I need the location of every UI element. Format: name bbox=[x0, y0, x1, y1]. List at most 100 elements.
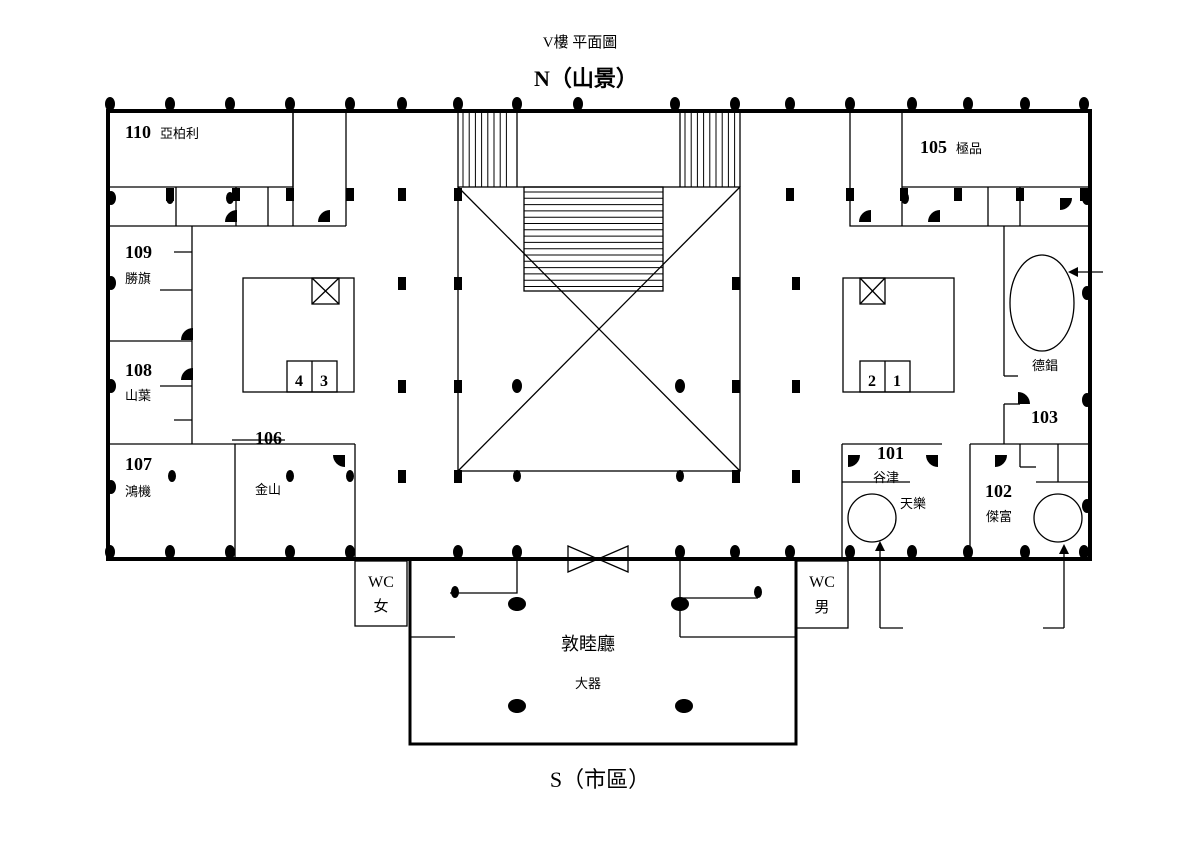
room-106-number: 106 bbox=[255, 428, 282, 448]
door-swing bbox=[333, 455, 345, 467]
column bbox=[670, 97, 680, 111]
column bbox=[732, 380, 740, 393]
door-swing bbox=[859, 210, 871, 222]
column bbox=[454, 188, 462, 201]
column bbox=[846, 188, 854, 201]
room-105-name: 極品 bbox=[956, 141, 982, 157]
elevator-2-label: 2 bbox=[868, 373, 876, 390]
column bbox=[676, 470, 684, 482]
room-108-number: 108 bbox=[125, 360, 152, 380]
door-swing bbox=[181, 368, 193, 380]
wc-men-gender: 男 bbox=[814, 598, 829, 616]
door-swing bbox=[928, 210, 940, 222]
column bbox=[286, 188, 294, 201]
room-110-name: 亞柏利 bbox=[160, 127, 199, 142]
column bbox=[785, 97, 795, 111]
column bbox=[792, 277, 800, 290]
column bbox=[1016, 188, 1024, 201]
column bbox=[105, 545, 115, 559]
door-swing bbox=[225, 210, 237, 222]
room-110-number: 110 bbox=[125, 122, 151, 142]
column bbox=[454, 380, 462, 393]
column bbox=[512, 379, 522, 393]
column bbox=[106, 480, 116, 494]
column bbox=[513, 470, 521, 482]
room-102-name: 傑富 bbox=[986, 509, 1012, 525]
column bbox=[732, 470, 740, 483]
table-102 bbox=[1033, 493, 1083, 543]
column bbox=[1082, 393, 1092, 407]
column bbox=[106, 191, 116, 205]
door-swing bbox=[318, 210, 330, 222]
room-102-number: 102 bbox=[985, 481, 1012, 501]
column bbox=[1079, 97, 1089, 111]
column bbox=[754, 586, 762, 598]
door-swing bbox=[181, 328, 193, 340]
column bbox=[1079, 545, 1089, 559]
wc-women-gender: 女 bbox=[373, 597, 388, 615]
hall-name: 敦睦廳 bbox=[561, 634, 615, 655]
column bbox=[225, 97, 235, 111]
column bbox=[286, 470, 294, 482]
column bbox=[165, 97, 175, 111]
door-swing bbox=[1060, 198, 1072, 210]
hall-column bbox=[675, 699, 693, 713]
column bbox=[226, 192, 234, 204]
column bbox=[165, 545, 175, 559]
column bbox=[786, 188, 794, 201]
door-swing bbox=[995, 455, 1007, 467]
room-tianle-name: 天樂 bbox=[900, 496, 926, 512]
column bbox=[845, 545, 855, 559]
door-swing bbox=[926, 455, 938, 467]
elevator-1-label: 1 bbox=[893, 373, 901, 390]
door-swing bbox=[1018, 392, 1030, 404]
elevator-4-label: 4 bbox=[295, 373, 303, 390]
hall-column bbox=[671, 597, 689, 611]
column bbox=[1082, 286, 1092, 300]
column bbox=[451, 586, 459, 598]
column bbox=[106, 276, 116, 290]
column bbox=[512, 545, 522, 559]
column bbox=[785, 545, 795, 559]
room-103-number: 103 bbox=[1031, 407, 1058, 427]
column bbox=[106, 379, 116, 393]
column bbox=[730, 97, 740, 111]
column bbox=[105, 97, 115, 111]
column bbox=[454, 277, 462, 290]
column bbox=[453, 97, 463, 111]
column bbox=[398, 470, 406, 483]
stairs bbox=[462, 111, 736, 287]
column bbox=[573, 97, 583, 111]
column bbox=[285, 545, 295, 559]
hall-wall bbox=[408, 557, 798, 746]
column bbox=[345, 97, 355, 111]
column bbox=[398, 277, 406, 290]
room-109-name: 勝旗 bbox=[125, 271, 151, 287]
hall-column bbox=[508, 597, 526, 611]
north-label: N（山景） bbox=[534, 66, 638, 91]
arrow-icon bbox=[1068, 267, 1078, 277]
room-103-name: 德錩 bbox=[1032, 359, 1058, 374]
column bbox=[792, 380, 800, 393]
room-109-number: 109 bbox=[125, 242, 152, 262]
columns bbox=[105, 97, 1092, 713]
column bbox=[232, 188, 240, 201]
column bbox=[1082, 499, 1092, 513]
room-101-name: 谷津 bbox=[873, 471, 899, 486]
wc-men-label: WC bbox=[809, 574, 835, 591]
column bbox=[730, 545, 740, 559]
room-106-name: 金山 bbox=[255, 482, 281, 498]
column bbox=[1020, 97, 1030, 111]
arrow-icon bbox=[1059, 544, 1069, 554]
hall-sub-name: 大器 bbox=[575, 677, 601, 692]
column bbox=[454, 470, 462, 483]
room-105-number: 105 bbox=[920, 137, 947, 157]
south-door-left bbox=[567, 545, 600, 573]
column bbox=[901, 192, 909, 204]
room-107-number: 107 bbox=[125, 454, 152, 474]
column bbox=[285, 97, 295, 111]
column bbox=[398, 188, 406, 201]
column bbox=[907, 545, 917, 559]
column bbox=[675, 545, 685, 559]
